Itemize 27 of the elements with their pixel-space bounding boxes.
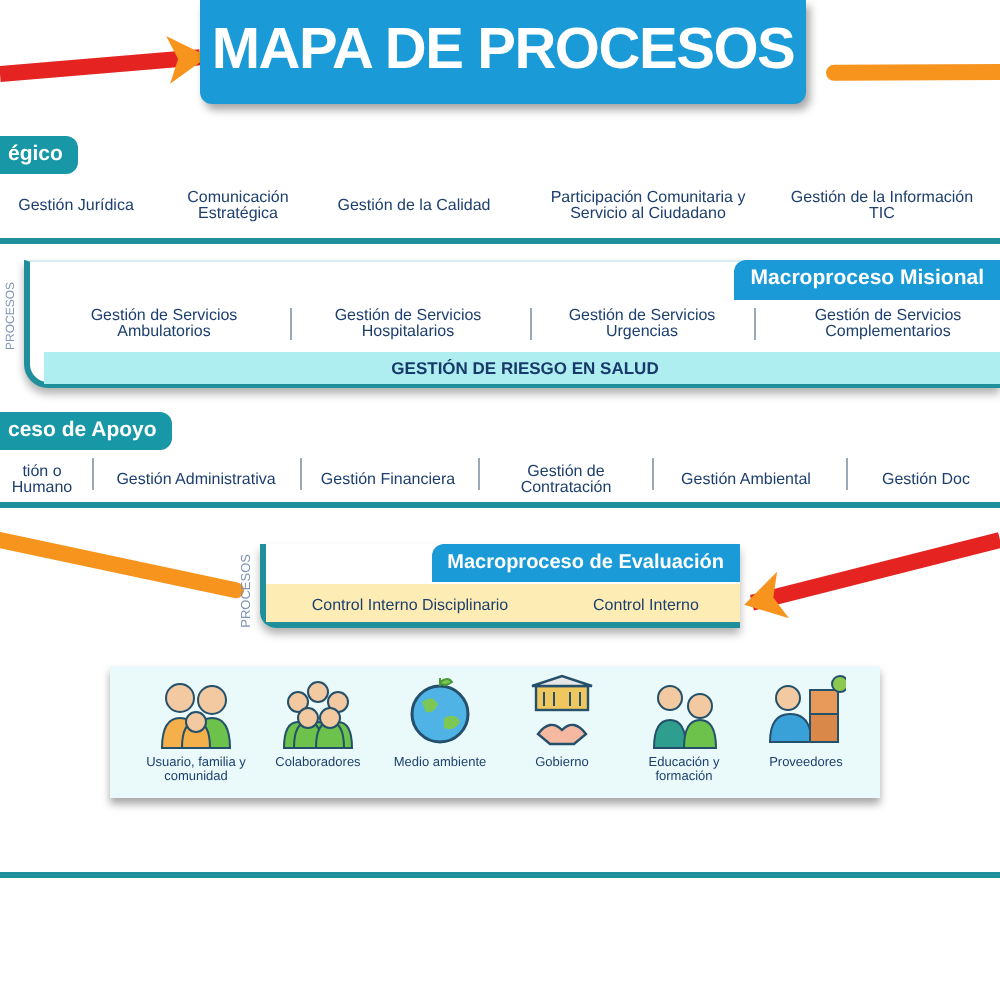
band-header-tab: ceso de Apoyo (0, 412, 173, 450)
process-label: Gestión Ambiental (660, 460, 832, 500)
process-band (0, 136, 1000, 244)
process-label: tión o Humano (0, 460, 84, 500)
band-header-tab: Macroproceso Misional (734, 260, 1000, 300)
process-label: Gestión Jurídica (0, 184, 152, 228)
process-label: Gestión de Servicios Ambulatorios (58, 302, 270, 346)
process-label: Control Interno Disciplinario (290, 592, 530, 620)
process-label: Gestión de Servicios Complementarios (766, 302, 1000, 346)
process-label: Gestión Doc (860, 460, 992, 500)
process-label: Comunicación Estratégica (168, 184, 308, 228)
process-label: Participación Comunitaria y Servicio al Ciudadano (524, 184, 772, 228)
title-text: MAPA DE PROCESOS (211, 16, 795, 87)
band-header-tab: égico (0, 136, 79, 174)
title-banner (200, 0, 806, 104)
process-label: Gestión de Servicios Hospitalarios (302, 302, 514, 346)
process-label: Gestión de la Información TIC (784, 184, 980, 228)
process-label: Gestión Financiera (308, 460, 468, 500)
arrow (744, 532, 1000, 619)
band-header-tab: Macroproceso de Evaluación (431, 544, 740, 582)
risk-bar: GESTIÓN DE RIESGO EN SALUD (44, 352, 1000, 384)
process-band (0, 412, 1000, 508)
process-label: Control Interno (566, 592, 726, 620)
process-label: Gestión de la Calidad (324, 184, 504, 228)
process-label: Gestión Administrativa (100, 460, 292, 500)
process-label: Gestión de Contratación (488, 460, 644, 500)
process-label: Gestión de Servicios Urgencias (542, 302, 742, 346)
